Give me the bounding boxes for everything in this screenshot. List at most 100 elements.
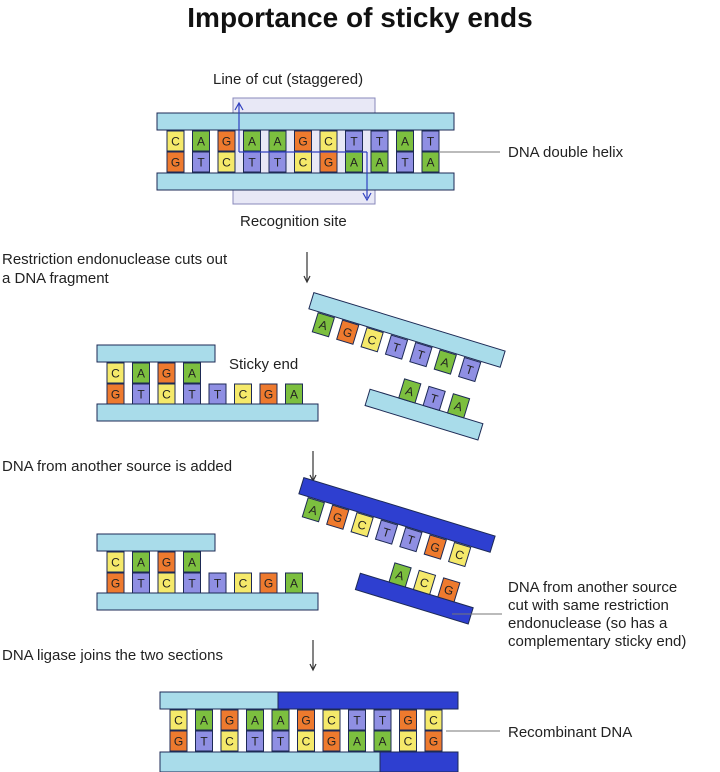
step-arrow-2 (309, 451, 317, 483)
foreign-top-base-3 (374, 519, 399, 545)
recomb-top-base-3 (246, 709, 264, 731)
base-letter: A (307, 502, 319, 518)
base-letter: G (324, 156, 333, 170)
left-bottom-base-5 (234, 383, 252, 405)
base-letter: A (200, 714, 208, 728)
restriction-step-line-1: Restriction endonuclease cuts out (2, 251, 228, 268)
left2-top-base-2 (157, 551, 176, 573)
another-source-label: DNA from another source is added (2, 458, 233, 475)
recomb-top-base-2 (220, 709, 239, 731)
base-letter: G (264, 388, 273, 402)
base-letter: A (401, 135, 409, 149)
recomb-bottom-base-8 (373, 730, 392, 752)
recognition-site-label: Recognition site (240, 213, 347, 230)
original-top-base-6 (319, 130, 338, 152)
page-title: Importance of sticky ends (187, 2, 533, 33)
step-arrow-3 (309, 640, 317, 672)
left2-bottom-base-5 (234, 572, 252, 594)
original-top-base-1 (192, 130, 210, 152)
base-letter: C (162, 577, 171, 591)
recomb-top-base-8 (373, 709, 392, 731)
base-letter: T (405, 532, 417, 548)
base-letter: A (394, 568, 406, 584)
base-letter: A (426, 156, 434, 170)
original-bottom-base-8 (370, 151, 389, 173)
same-enzyme-note-line-4: complementary sticky end) (508, 633, 687, 650)
left-bottom-backbone (96, 403, 319, 422)
base-letter: T (350, 135, 358, 149)
original-top-base-9 (396, 130, 414, 152)
left-top-backbone (96, 344, 216, 363)
right-top-base-0 (311, 312, 336, 338)
base-letter: G (111, 388, 120, 402)
left-bottom-base-7 (285, 383, 303, 405)
foreign-top-base-0 (301, 497, 326, 523)
base-letter: C (429, 714, 438, 728)
left2-bottom-base-7 (285, 572, 303, 594)
restriction-step-line-2: a DNA fragment (2, 270, 109, 287)
recomb-top-left-backbone (159, 691, 279, 710)
base-letter: T (188, 388, 196, 402)
base-letter: A (137, 556, 145, 570)
base-letter: T (248, 156, 256, 170)
base-letter: T (381, 525, 393, 541)
ligase-step-label: DNA ligase joins the two sections (2, 647, 223, 664)
original-top-base-3 (243, 130, 261, 152)
base-letter: A (188, 367, 196, 381)
base-letter: G (331, 510, 344, 526)
top-backbone (156, 112, 455, 131)
base-letter: T (428, 391, 440, 407)
foreign-top-base-1 (326, 504, 350, 530)
left2-bottom-base-2 (157, 572, 176, 594)
original-bottom-base-0 (166, 151, 185, 173)
original-bottom-base-10 (421, 151, 440, 173)
base-letter: A (350, 156, 358, 170)
right-top-backbone (308, 291, 506, 368)
base-letter: A (317, 317, 329, 333)
right-bottom-base-0 (398, 378, 422, 404)
right-top-base-2 (360, 326, 384, 353)
foreign-bottom-base-1 (412, 569, 437, 596)
left-bottom-backbone-2 (96, 592, 319, 611)
base-letter: A (197, 135, 205, 149)
base-letter: T (376, 135, 384, 149)
recomb-bottom-base-10 (424, 730, 443, 752)
recomb-top-right-backbone (277, 691, 459, 710)
base-letter: G (111, 577, 120, 591)
base-letter: C (239, 388, 248, 402)
base-letter: T (427, 135, 435, 149)
right-top-base-3 (384, 334, 409, 360)
base-letter: G (264, 577, 273, 591)
base-letter: G (298, 135, 307, 149)
recomb-top-base-0 (169, 709, 188, 731)
base-letter: T (251, 735, 259, 749)
base-letter: G (442, 582, 455, 598)
left-top-base-0 (106, 362, 125, 384)
recomb-bottom-base-4 (271, 730, 290, 752)
recomb-bottom-right-backbone (379, 751, 459, 772)
base-letter: C (222, 156, 231, 170)
base-letter: C (171, 135, 180, 149)
base-letter: G (225, 714, 234, 728)
recomb-bottom-base-1 (195, 730, 213, 752)
base-letter: A (276, 714, 284, 728)
same-enzyme-note-line-1: DNA from another source (508, 579, 678, 596)
base-letter: C (299, 156, 308, 170)
base-letter: T (137, 388, 145, 402)
base-letter: G (171, 156, 180, 170)
base-letter: A (248, 135, 256, 149)
left-top-backbone-2 (96, 533, 216, 552)
base-letter: T (188, 577, 196, 591)
recomb-bottom-base-3 (246, 730, 264, 752)
base-letter: G (174, 735, 183, 749)
base-letter: C (404, 735, 413, 749)
base-letter: C (327, 714, 336, 728)
base-letter: T (214, 577, 222, 591)
base-letter: G (403, 714, 412, 728)
foreign-bottom-base-0 (388, 562, 412, 588)
right-bottom-base-1 (422, 385, 446, 412)
original-top-base-8 (370, 130, 389, 152)
base-letter: A (188, 556, 196, 570)
